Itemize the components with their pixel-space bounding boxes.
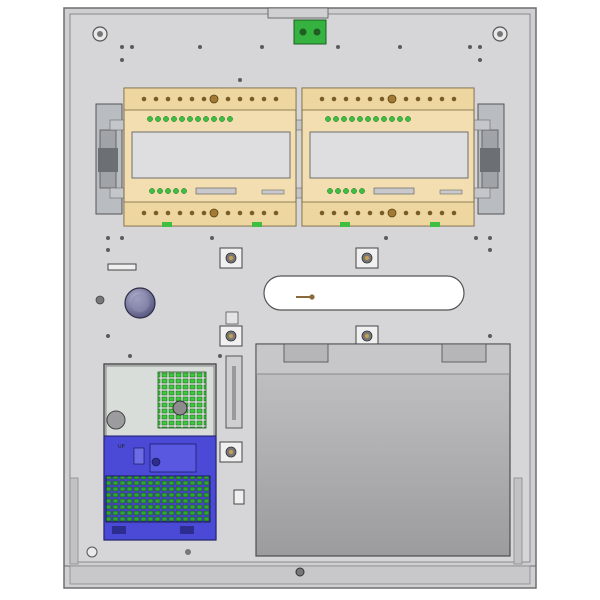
bottom-screws xyxy=(86,546,191,558)
cable-entry-cutout xyxy=(263,275,465,311)
tamper-switch xyxy=(107,263,137,271)
green-led-row-right-top xyxy=(325,116,411,122)
terminal-module-left xyxy=(123,87,297,227)
din-rail-brackets xyxy=(95,103,505,215)
green-led-row-left-top xyxy=(147,116,233,122)
terminal-module-right xyxy=(301,87,475,227)
terminal-screws-bottom-left xyxy=(141,210,279,216)
cable-clamps xyxy=(219,247,379,347)
terminal-screws-top-right xyxy=(319,96,457,102)
top-terminal-connector xyxy=(267,7,329,45)
terminal-screws-top-left xyxy=(141,96,279,102)
power-supply-unit: UP xyxy=(103,363,217,541)
terminal-screws-bottom-right xyxy=(319,210,457,216)
key-lock xyxy=(124,287,156,319)
backup-battery xyxy=(255,343,511,557)
mounting-holes xyxy=(92,26,508,577)
psu-bracket xyxy=(219,355,245,505)
green-led-row-right-bottom xyxy=(327,188,365,194)
green-led-row-left-bottom xyxy=(149,188,187,194)
psu-up-label: UP xyxy=(118,444,125,450)
